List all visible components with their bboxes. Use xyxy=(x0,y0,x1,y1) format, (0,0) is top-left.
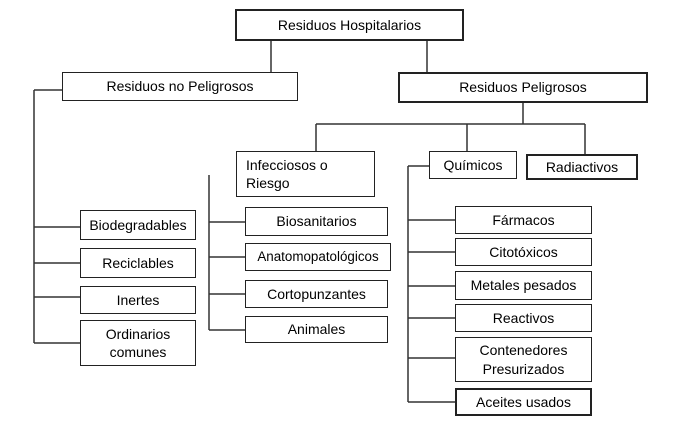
chemical-node: Químicos xyxy=(429,151,517,179)
hazardous-node: Residuos Peligrosos xyxy=(398,72,648,103)
non-hazardous-item: Ordinarios comunes xyxy=(80,320,196,366)
non-hazardous-node: Residuos no Peligrosos xyxy=(62,72,298,101)
infectious-node: Infecciosos o Riesgo xyxy=(236,151,375,197)
chemical-item: Contenedores Presurizados xyxy=(455,337,592,382)
chemical-item: Reactivos xyxy=(455,304,592,332)
infectious-item: Cortopunzantes xyxy=(245,280,388,308)
chemical-item: Aceites usados xyxy=(455,388,592,416)
non-hazardous-item: Reciclables xyxy=(80,248,196,278)
non-hazardous-item: Biodegradables xyxy=(80,210,196,240)
infectious-item: Biosanitarios xyxy=(245,207,388,236)
chemical-item: Citotóxicos xyxy=(455,238,592,266)
chemical-item: Fármacos xyxy=(455,206,592,234)
infectious-item: Anatomopatológicos xyxy=(245,243,391,271)
infectious-item: Animales xyxy=(245,316,388,343)
radioactive-node: Radiactivos xyxy=(526,154,638,180)
non-hazardous-item: Inertes xyxy=(80,286,196,314)
chemical-item: Metales pesados xyxy=(455,271,592,300)
root-node: Residuos Hospitalarios xyxy=(235,9,464,41)
